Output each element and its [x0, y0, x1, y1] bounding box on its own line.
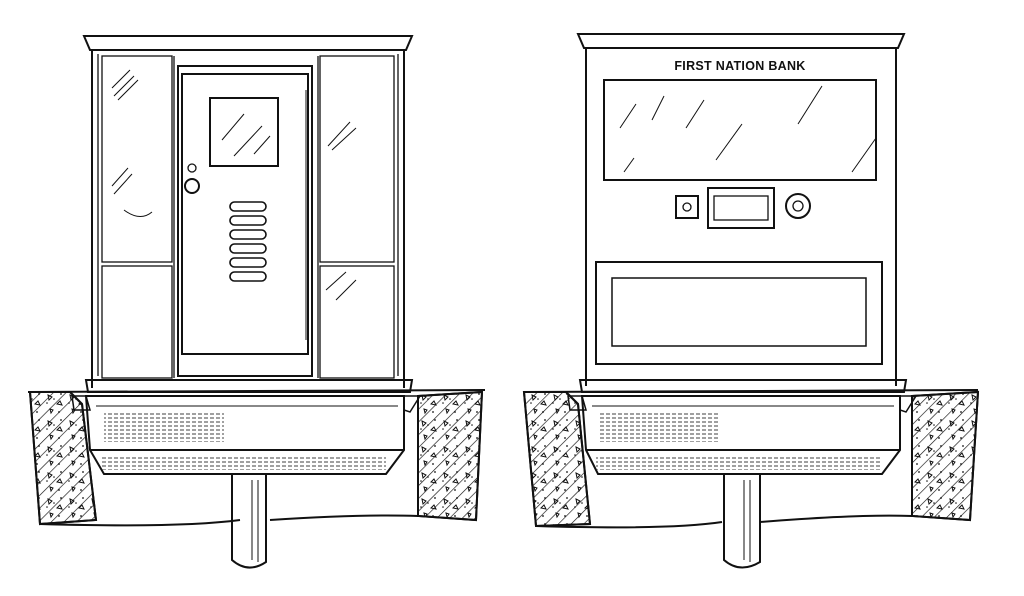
base-tray — [567, 395, 918, 475]
service-panel-icon — [595, 261, 883, 365]
front-view: FIRST NATION BANK — [522, 33, 980, 569]
bank-sign: FIRST NATION BANK — [674, 59, 805, 73]
rear-view — [27, 35, 486, 569]
card-slot-icon — [707, 187, 775, 229]
front-cabinet: FIRST NATION BANK — [576, 33, 908, 393]
door-window-icon — [209, 97, 279, 167]
post-icon — [231, 474, 267, 569]
door-icon — [181, 73, 309, 355]
footing-icon — [522, 390, 980, 529]
glass-window-icon — [603, 79, 877, 181]
base-tray — [71, 395, 422, 475]
vent-slot-icon — [229, 201, 267, 282]
button-icon — [675, 195, 699, 219]
dial-icon — [785, 193, 811, 219]
glass-panel-icon — [319, 55, 395, 379]
knob-icon — [184, 178, 200, 194]
post-icon — [723, 474, 761, 569]
lock-icon — [187, 163, 197, 173]
glass-panel-icon — [101, 55, 173, 379]
rear-cabinet — [82, 35, 414, 393]
footing-icon — [28, 390, 484, 527]
